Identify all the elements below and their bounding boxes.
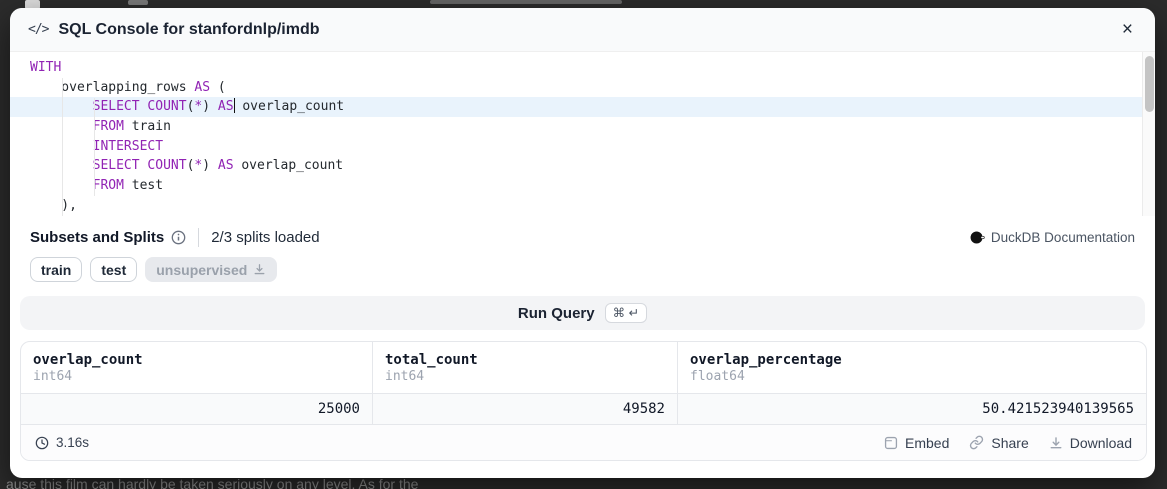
share-button[interactable]: Share	[969, 434, 1029, 451]
clock-icon	[35, 436, 49, 450]
divider	[198, 227, 200, 247]
editor-scrollbar-thumb[interactable]	[1145, 56, 1154, 112]
split-label: train	[41, 261, 72, 278]
sql-text: ),	[30, 197, 77, 213]
share-link-icon	[969, 435, 984, 450]
subsets-title: Subsets and Splits	[30, 228, 165, 246]
column-type: int64	[385, 369, 425, 384]
code-line[interactable]: ),	[10, 196, 1155, 216]
subsets-meta-row: Subsets and Splits 2/3 splits loaded Duc…	[10, 216, 1155, 248]
sql-keyword: WITH	[30, 60, 62, 75]
splits-loaded-status: 2/3 splits loaded	[211, 228, 320, 246]
sql-text: train	[123, 119, 171, 135]
sql-keyword: AS	[217, 158, 234, 174]
sql-keyword: *	[194, 158, 203, 174]
backdrop-fragment	[128, 0, 148, 5]
sql-keyword: FROM	[92, 178, 124, 194]
sql-text: )	[202, 99, 218, 115]
sql-text: overlap_count	[234, 99, 345, 115]
code-line[interactable]: SELECT COUNT(*) AS overlap_count	[10, 156, 1155, 176]
column-type: int64	[33, 369, 73, 384]
info-icon[interactable]	[171, 230, 186, 245]
duckdb-documentation-link[interactable]: DuckDB Documentation	[970, 230, 1135, 245]
sql-keyword: AS	[217, 99, 234, 115]
sql-text: (	[186, 158, 195, 174]
backdrop-fragment	[25, 0, 40, 9]
run-query-label: Run Query	[517, 304, 595, 322]
backdrop-page-text: ause this film can hardly be taken serio…	[6, 476, 419, 489]
sql-text: overlapping_rows	[30, 79, 195, 95]
sql-text: test	[123, 178, 164, 194]
text-cursor	[233, 98, 235, 114]
code-line[interactable]: FROM test	[10, 176, 1155, 196]
sql-editor[interactable]: WITH overlapping_rows AS ( SELECT COUNT(…	[10, 52, 1155, 216]
editor-scrollbar[interactable]	[1142, 52, 1155, 216]
sql-keyword: AS	[194, 79, 211, 95]
sql-text	[30, 139, 93, 154]
modal-title: SQL Console for stanfordnlp/imdb	[58, 20, 320, 38]
code-line[interactable]: SELECT COUNT(*) AS overlap_count	[10, 97, 1155, 118]
query-duration-value: 3.16s	[56, 435, 90, 450]
sql-text	[30, 99, 93, 114]
embed-button[interactable]: Embed	[884, 435, 949, 451]
sql-keyword: COUNT	[147, 158, 187, 174]
split-pill-unsupervised[interactable]: unsupervised	[145, 257, 278, 282]
splits-list: train test unsupervised	[10, 248, 1155, 282]
code-line[interactable]: INTERSECT	[10, 137, 1155, 157]
keyboard-shortcut-badge: ⌘ ↵	[604, 303, 648, 323]
code-line[interactable]: WITH	[10, 58, 1155, 78]
download-icon	[1049, 436, 1063, 450]
query-duration: 3.16s	[35, 435, 89, 450]
code-lines: WITH overlapping_rows AS ( SELECT COUNT(…	[10, 58, 1155, 216]
modal-header: </> SQL Console for stanfordnlp/imdb ×	[10, 8, 1155, 52]
split-pill-train[interactable]: train	[30, 257, 83, 282]
embed-icon	[884, 436, 898, 450]
results-footer: 3.16s Embed	[21, 424, 1146, 460]
download-icon	[253, 263, 266, 276]
sql-text	[30, 119, 93, 134]
sql-console-modal: </> SQL Console for stanfordnlp/imdb × W…	[10, 8, 1155, 478]
sql-text: )	[202, 158, 218, 174]
sql-text	[30, 178, 93, 193]
code-icon: </>	[28, 22, 50, 37]
sql-text: (	[186, 99, 195, 115]
sql-text: (	[210, 79, 226, 95]
split-pill-test[interactable]: test	[90, 257, 138, 282]
sql-keyword: FROM	[92, 119, 124, 135]
column-name: overlap_count	[33, 352, 143, 368]
share-label: Share	[991, 434, 1029, 451]
column-type: float64	[690, 369, 745, 384]
split-label: test	[101, 261, 127, 278]
code-line[interactable]: overlapping_rows AS (	[10, 78, 1155, 98]
sql-keyword: INTERSECT	[92, 138, 164, 154]
cell-overlap_count: 25000	[21, 394, 373, 424]
duckdb-logo-icon	[970, 230, 985, 245]
code-line[interactable]: FROM train	[10, 117, 1155, 137]
results-actions: Embed Share	[884, 435, 1132, 451]
cell-total_count: 49582	[373, 394, 678, 424]
close-button[interactable]: ×	[1118, 18, 1137, 41]
backdrop-fragment	[430, 0, 622, 4]
sql-keyword: *	[194, 99, 203, 115]
sql-keyword: SELECT	[92, 158, 140, 174]
split-label: unsupervised	[156, 261, 248, 278]
run-query-button[interactable]: Run Query ⌘ ↵	[20, 296, 1145, 330]
sql-text: overlap_count	[233, 158, 344, 174]
sql-text	[30, 158, 93, 173]
embed-label: Embed	[905, 434, 950, 451]
download-button[interactable]: Download	[1049, 435, 1132, 451]
column-name: overlap_percentage	[690, 352, 842, 368]
duckdb-documentation-label: DuckDB Documentation	[990, 229, 1135, 245]
download-label: Download	[1069, 434, 1132, 451]
column-name: total_count	[385, 352, 478, 368]
sql-keyword: SELECT	[92, 99, 140, 115]
cell-overlap_percentage: 50.421523940139565	[982, 401, 1134, 417]
sql-keyword: COUNT	[147, 99, 187, 115]
